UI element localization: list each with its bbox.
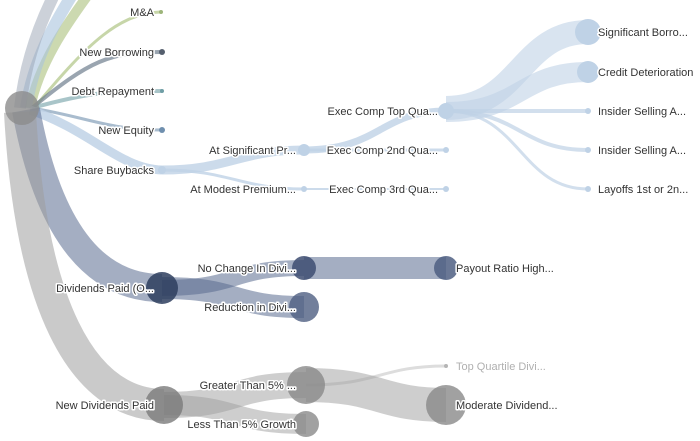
node-significant-borro[interactable] xyxy=(575,19,601,45)
label-top-quartile: Top Quartile Divi... xyxy=(456,361,546,373)
label-exec-2nd: Exec Comp 2nd Qua... xyxy=(327,145,438,157)
link-significant-exec-top xyxy=(303,107,447,154)
label-reduction: Reduction in Divi... xyxy=(204,302,296,314)
link-exec-top-layoffs xyxy=(445,109,589,191)
label-insider-selling-1: Insider Selling A... xyxy=(598,106,686,118)
node-at-significant[interactable] xyxy=(298,144,310,156)
link-root-new-borrowing xyxy=(30,50,163,110)
node-reduction[interactable] xyxy=(289,292,319,322)
label-exec-3rd: Exec Comp 3rd Qua... xyxy=(329,184,438,196)
label-ma: M&A xyxy=(130,7,155,19)
link-new-div-less xyxy=(163,395,307,434)
node-greater-than-5[interactable] xyxy=(287,366,325,404)
label-at-modest: At Modest Premium... xyxy=(190,184,296,196)
tree-labels: M&A New Borrowing Debt Repayment New Equ… xyxy=(54,6,695,433)
label-at-significant: At Significant Pr... xyxy=(209,145,296,157)
label-no-change: No Change In Divi... xyxy=(198,263,296,275)
node-ma[interactable] xyxy=(159,10,163,14)
link-dividends-reduction xyxy=(161,277,305,318)
node-insider-selling-1[interactable] xyxy=(585,108,591,114)
node-no-change[interactable] xyxy=(292,256,316,280)
label-less-than-5: Less Than 5% Growth xyxy=(187,419,296,431)
link-buybacks-modest xyxy=(161,168,305,191)
link-root-ma xyxy=(32,10,161,109)
node-at-modest[interactable] xyxy=(301,186,307,192)
label-new-borrowing: New Borrowing xyxy=(79,47,154,59)
node-layoffs[interactable] xyxy=(585,186,591,192)
node-new-dividends-paid[interactable] xyxy=(145,386,183,424)
label-share-buybacks: Share Buybacks xyxy=(74,165,155,177)
label-layoffs: Layoffs 1st or 2n... xyxy=(598,184,688,196)
node-exec-3rd[interactable] xyxy=(443,186,449,192)
label-new-equity: New Equity xyxy=(98,125,154,137)
label-payout-ratio: Payout Ratio High... xyxy=(456,263,554,275)
link-root-debt-repayment xyxy=(31,89,163,110)
node-exec-2nd[interactable] xyxy=(443,147,449,153)
link-buybacks-significant xyxy=(161,145,305,175)
link-root-top-blue xyxy=(20,0,76,109)
link-greater-moderate xyxy=(305,368,447,422)
label-debt-repayment: Debt Repayment xyxy=(71,86,154,98)
tree-links xyxy=(4,0,589,434)
node-exec-top[interactable] xyxy=(438,103,454,119)
link-root-new-equity xyxy=(31,106,163,132)
label-greater-than-5: Greater Than 5% ... xyxy=(200,380,296,392)
label-credit-deterioration: Credit Deterioration xyxy=(598,67,693,79)
node-less-than-5[interactable] xyxy=(293,411,319,437)
label-exec-top: Exec Comp Top Qua... xyxy=(328,106,438,118)
node-new-equity[interactable] xyxy=(159,127,165,133)
label-insider-selling-2: Insider Selling A... xyxy=(598,145,686,157)
node-new-borrowing[interactable] xyxy=(159,49,165,55)
node-share-buybacks[interactable] xyxy=(158,166,166,174)
node-root[interactable] xyxy=(5,91,39,125)
node-debt-repayment[interactable] xyxy=(160,89,164,93)
node-payout-ratio[interactable] xyxy=(434,256,458,280)
label-significant-borro: Significant Borro... xyxy=(598,27,688,39)
link-root-new-dividends xyxy=(4,111,165,421)
tree-nodes xyxy=(5,10,601,437)
label-new-dividends-paid: New Dividends Paid xyxy=(56,400,154,412)
label-dividends-paid: Dividends Paid (O... xyxy=(56,283,154,295)
node-dividends-paid[interactable] xyxy=(146,272,178,304)
node-insider-selling-2[interactable] xyxy=(585,147,591,153)
node-moderate-dividend[interactable] xyxy=(426,385,466,425)
link-root-share-buybacks xyxy=(28,105,163,175)
label-moderate-dividend: Moderate Dividend... xyxy=(456,400,558,412)
node-top-quartile[interactable] xyxy=(444,364,448,368)
node-credit-deterioration[interactable] xyxy=(577,61,599,83)
